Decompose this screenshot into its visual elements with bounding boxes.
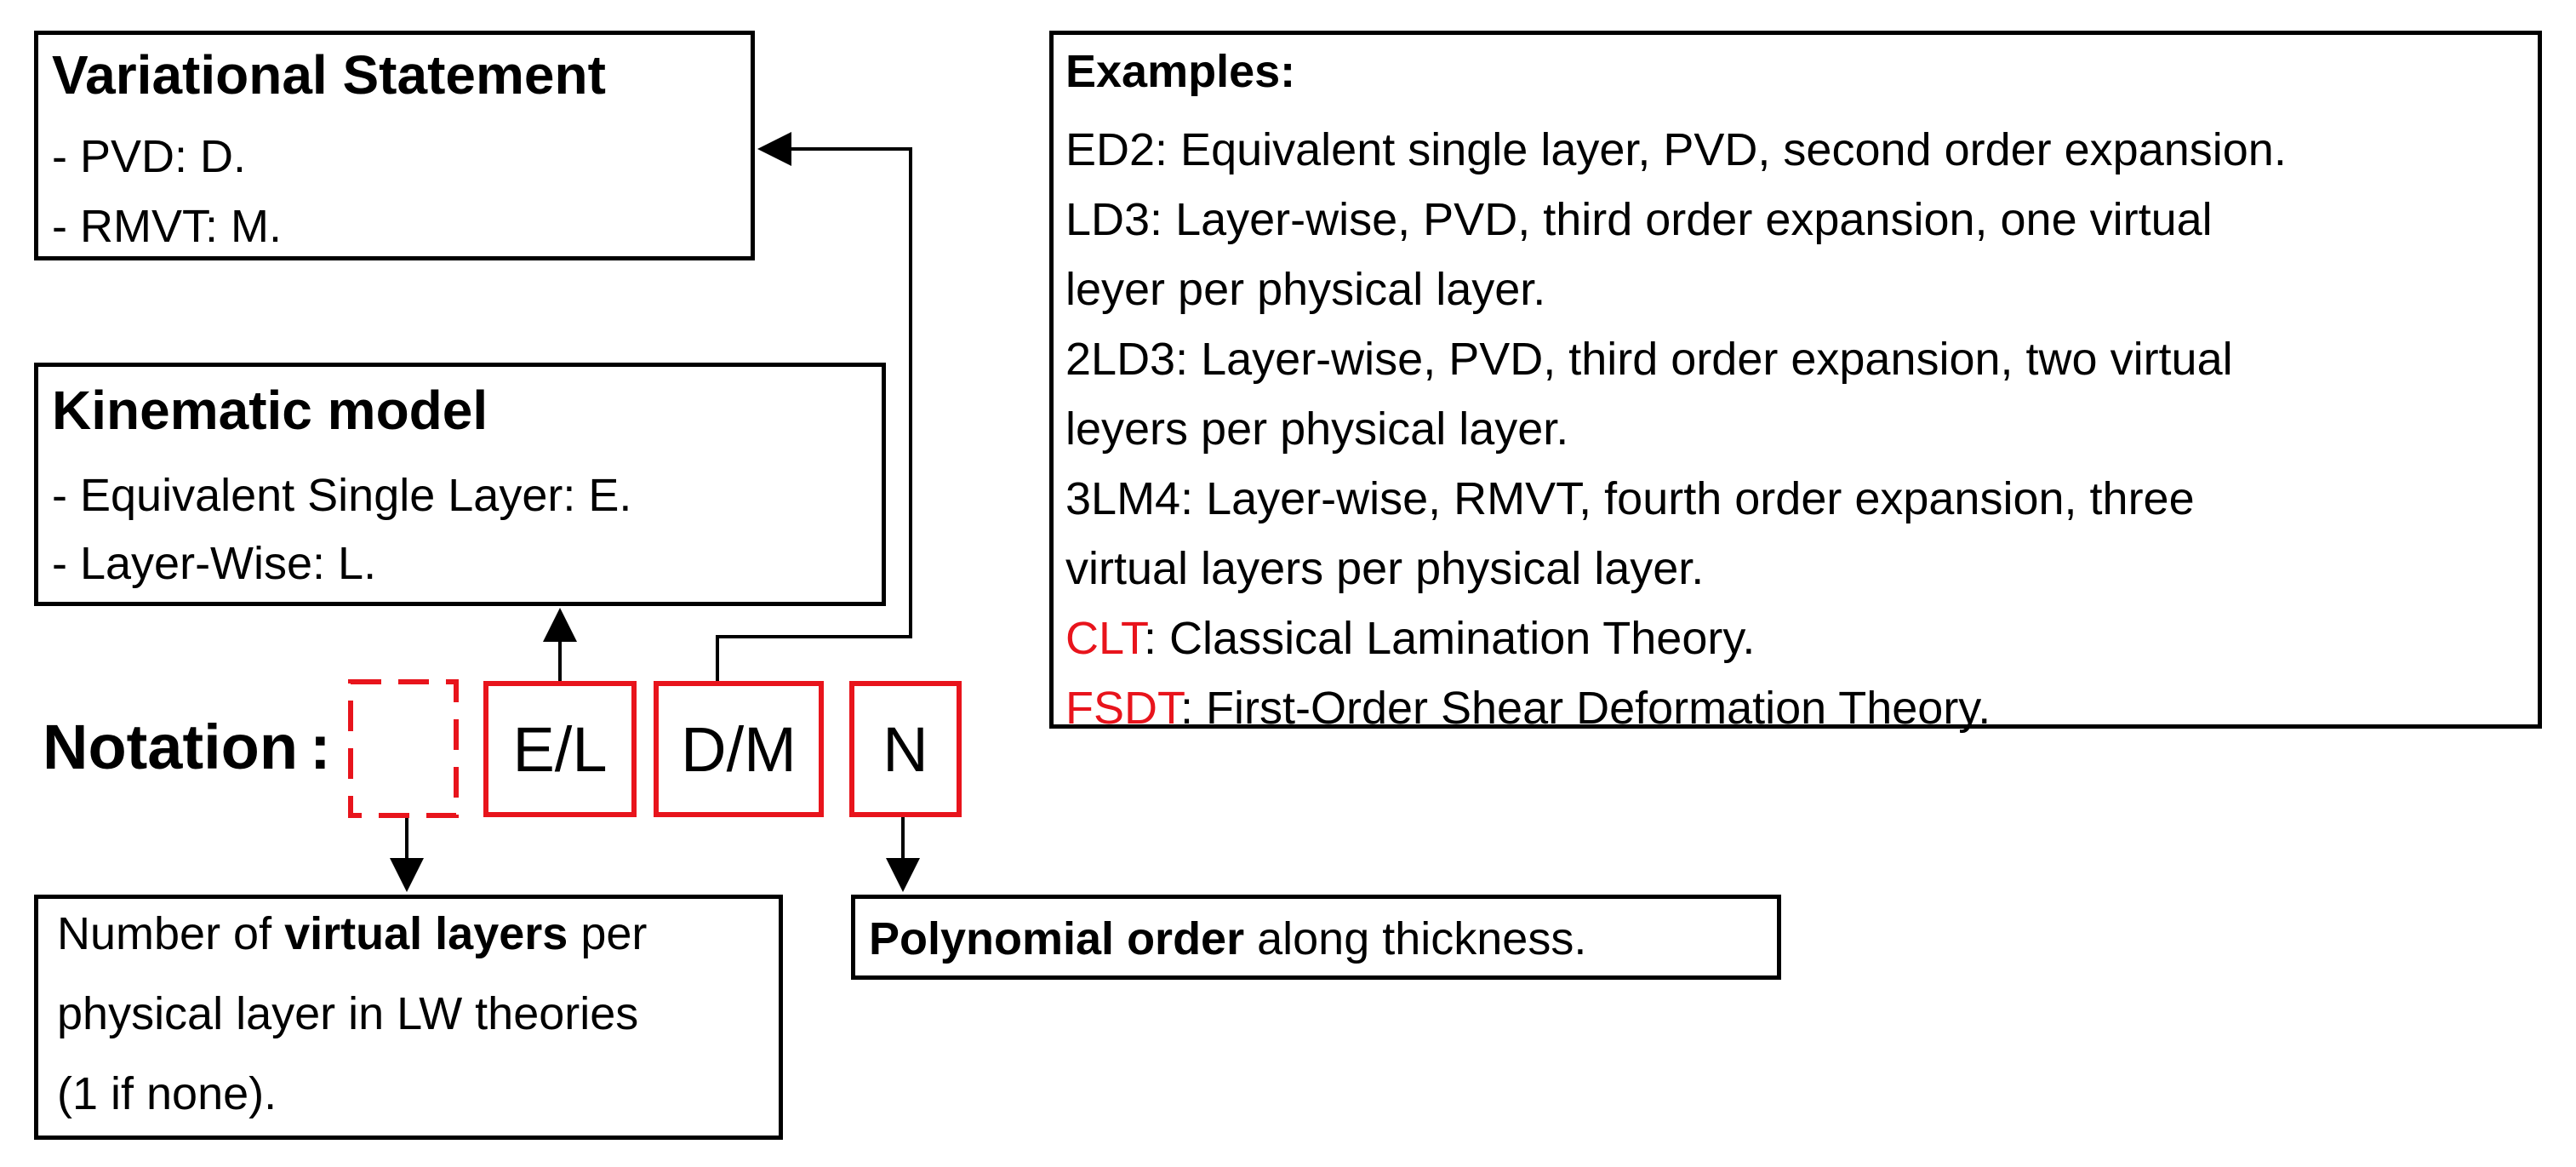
virtual-line-1: Number of virtual layers per bbox=[57, 907, 647, 960]
example-ed2: ED2: Equivalent single layer, PVD, secon… bbox=[1065, 124, 2287, 175]
variational-item-pvd: - PVD: D. bbox=[52, 131, 247, 182]
example-3lm4: 3LM4: Layer-wise, RMVT, fourth order exp… bbox=[1065, 473, 2195, 524]
polynomial-bold: Polynomial order bbox=[869, 913, 1245, 964]
variational-item-rmvt: - RMVT: M. bbox=[52, 201, 282, 252]
notation-label: Notation bbox=[43, 712, 299, 782]
virtual-layers-slot-dashed bbox=[348, 679, 459, 818]
example-fsdt: FSDT: First-Order Shear Deformation Theo… bbox=[1065, 682, 1991, 735]
example-ld3-cont: leyer per physical layer. bbox=[1065, 264, 1546, 315]
variational-title: Variational Statement bbox=[52, 44, 606, 106]
clt-desc: : Classical Lamination Theory. bbox=[1144, 613, 1756, 664]
virtual-pre: Number of bbox=[57, 908, 285, 959]
virtual-line-2: physical layer in LW theories bbox=[57, 988, 639, 1039]
notation-slot-dm: D/M bbox=[654, 681, 824, 817]
kinematic-item-lw: - Layer-Wise: L. bbox=[52, 538, 377, 589]
example-ld3: LD3: Layer-wise, PVD, third order expans… bbox=[1065, 194, 2213, 245]
notation-slot-dm-text: D/M bbox=[681, 713, 797, 785]
examples-box: Examples: ED2: Equivalent single layer, … bbox=[1049, 31, 2542, 734]
virtual-layers-box: Number of virtual layers per physical la… bbox=[34, 895, 783, 1140]
kinematic-model-box: Kinematic model - Equivalent Single Laye… bbox=[34, 363, 886, 606]
polynomial-post: along thickness. bbox=[1244, 913, 1587, 964]
arrow-dm-to-variational bbox=[716, 132, 912, 681]
fsdt-desc: : First-Order Shear Deformation Theory. bbox=[1180, 683, 1991, 734]
notation-slot-el-text: E/L bbox=[512, 713, 608, 785]
virtual-post: per bbox=[568, 908, 648, 959]
example-2ld3-cont: leyers per physical layer. bbox=[1065, 403, 1569, 455]
notation-colon: : bbox=[310, 712, 331, 782]
examples-title: Examples: bbox=[1065, 46, 1296, 97]
fsdt-abbr: FSDT bbox=[1065, 683, 1180, 734]
kinematic-item-esl: - Equivalent Single Layer: E. bbox=[52, 470, 632, 521]
virtual-bold: virtual layers bbox=[284, 908, 568, 959]
example-2ld3: 2LD3: Layer-wise, PVD, third order expan… bbox=[1065, 334, 2233, 385]
virtual-line-3: (1 if none). bbox=[57, 1068, 277, 1119]
example-clt: CLT: Classical Lamination Theory. bbox=[1065, 612, 1755, 665]
clt-abbr: CLT bbox=[1065, 613, 1145, 664]
polynomial-line: Polynomial order along thickness. bbox=[869, 912, 1586, 965]
polynomial-order-box: Polynomial order along thickness. bbox=[851, 895, 1781, 980]
notation-slot-n: N bbox=[849, 681, 962, 817]
notation-slot-n-text: N bbox=[882, 713, 928, 785]
example-3lm4-cont: virtual layers per physical layer. bbox=[1065, 543, 1705, 594]
kinematic-title: Kinematic model bbox=[52, 380, 488, 441]
variational-statement-box: Variational Statement - PVD: D. - RMVT: … bbox=[34, 31, 755, 260]
notation-slot-el: E/L bbox=[483, 681, 637, 817]
